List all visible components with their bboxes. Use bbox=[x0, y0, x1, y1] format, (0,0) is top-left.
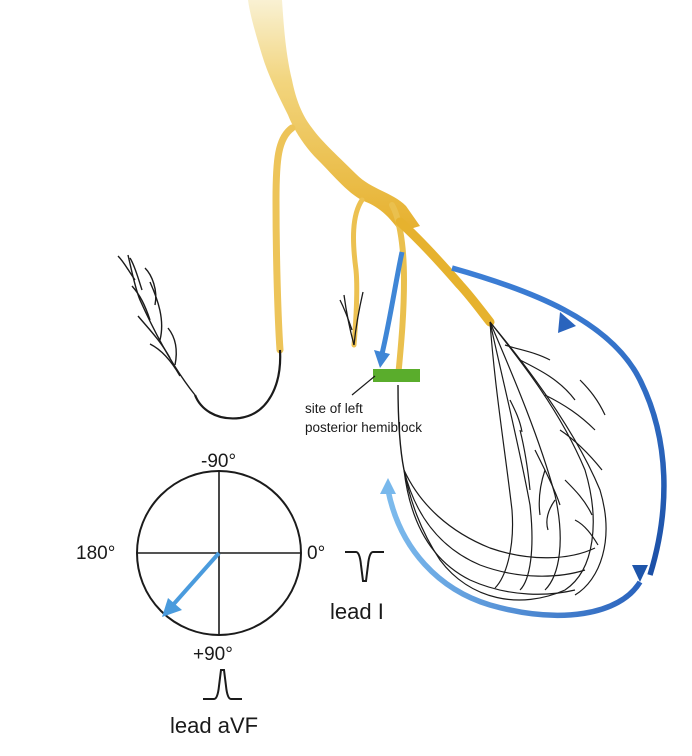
left-posterior-fascicle bbox=[339, 197, 365, 348]
his-bundle bbox=[248, 0, 420, 232]
axis-vector-arrow bbox=[162, 551, 221, 617]
block-site-label-line-2: posterior hemiblock bbox=[305, 420, 423, 435]
axis-label-plus-90: +90° bbox=[193, 644, 233, 665]
right-purkinje-fibers bbox=[117, 254, 196, 396]
left-purkinje-network bbox=[403, 321, 607, 601]
left-posterior-block-site bbox=[351, 369, 420, 396]
axis-label-minus-90: -90° bbox=[201, 451, 237, 472]
block-site-label: site of left posterior hemiblock bbox=[305, 399, 422, 437]
axis-label-0: 0° bbox=[307, 543, 326, 564]
arrow-bottom-to-left bbox=[380, 478, 643, 619]
lead-i-label: lead I bbox=[330, 599, 384, 624]
arrow-left-posterior-down bbox=[374, 251, 405, 368]
axis-label-180: 180° bbox=[76, 543, 116, 564]
arrow-right-wall-activation bbox=[451, 265, 667, 582]
lead-i-waveform bbox=[345, 551, 384, 582]
lead-avf-label: lead aVF bbox=[170, 713, 259, 738]
right-bundle-branch bbox=[193, 124, 296, 420]
left-anterior-fascicle bbox=[395, 217, 495, 327]
block-site-label-line-1: site of left bbox=[305, 401, 363, 416]
lead-avf-waveform bbox=[203, 669, 242, 700]
